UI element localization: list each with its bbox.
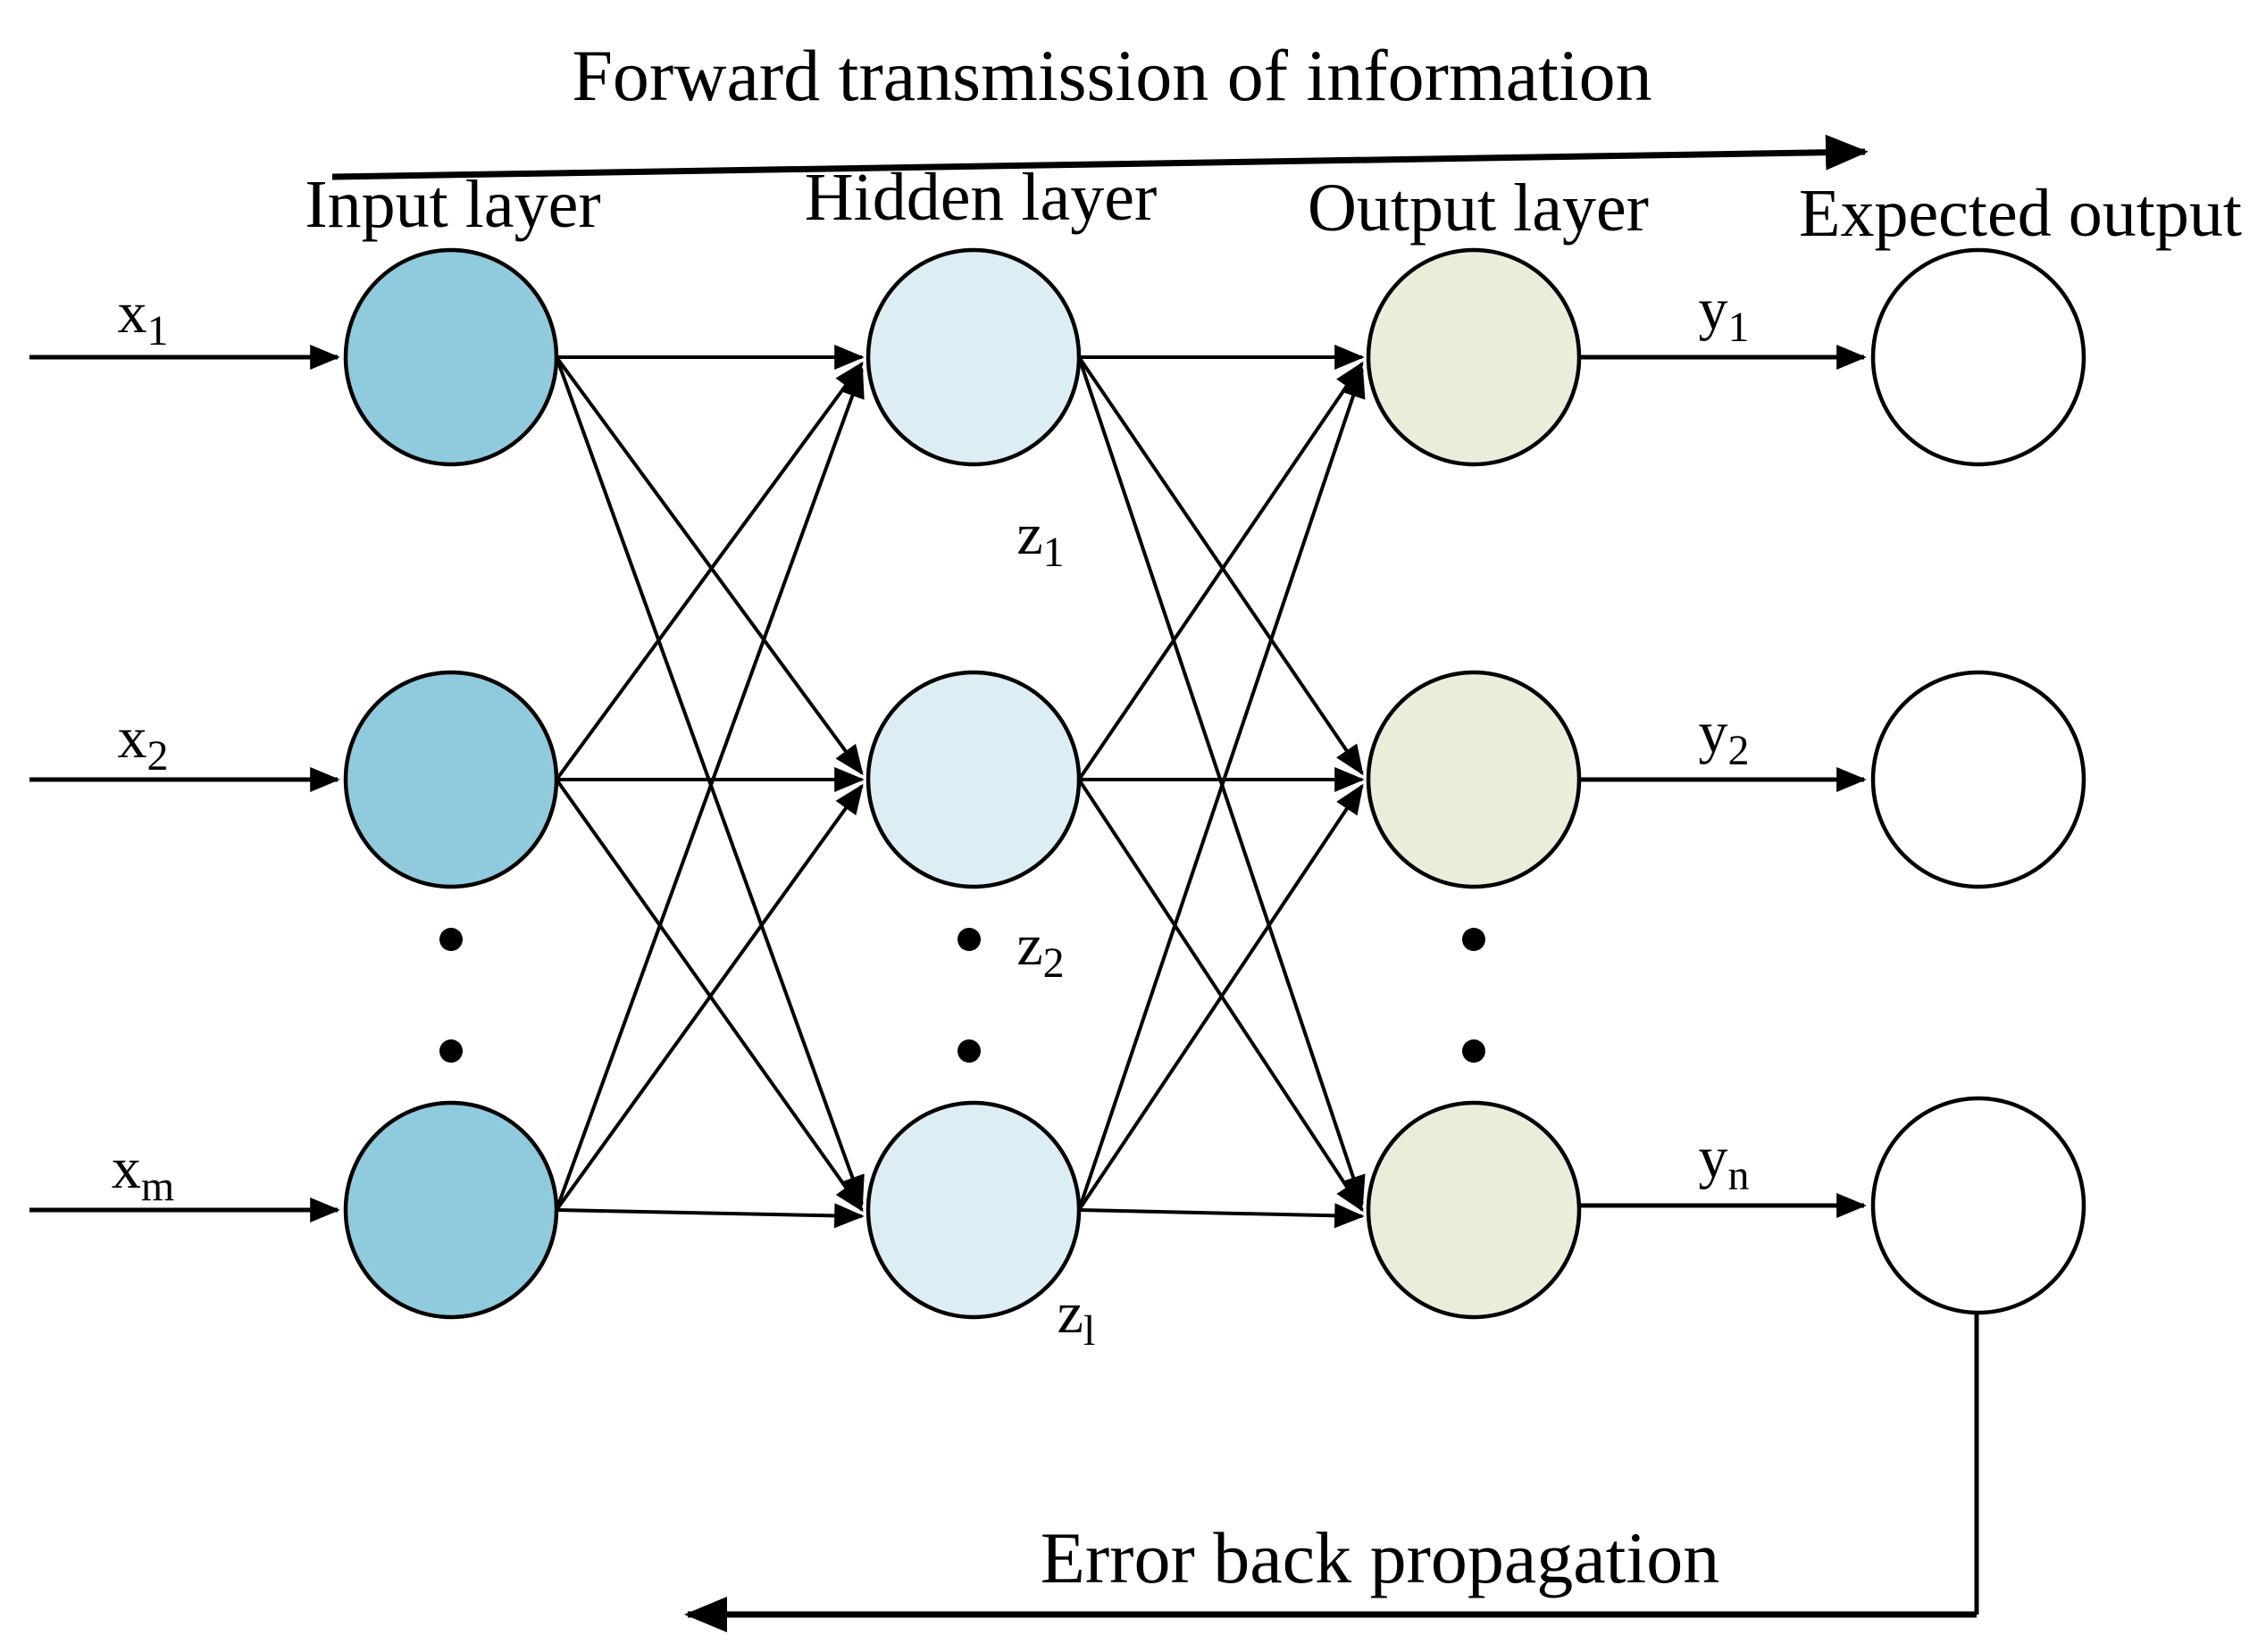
edge-h2-o1: [1077, 361, 1364, 781]
output-signal-label-y2: y2: [1699, 700, 1750, 774]
output-signal-arrows: y1 y2 yn: [1579, 277, 1867, 1218]
input-node-2: [343, 670, 559, 889]
forward-transmission-label: Forward transmission of information: [572, 35, 1651, 116]
edge-h3-o3: [1078, 1203, 1365, 1229]
input-signal-label-x2: x2: [118, 705, 169, 780]
hidden-node-2: [865, 670, 1082, 889]
edge-i2-h1: [555, 361, 864, 781]
output-layer-title: Output layer: [1308, 171, 1649, 246]
output-signal-label-yn: yn: [1699, 1125, 1750, 1199]
output-layer-nodes: [1366, 247, 1582, 1320]
edges-input-hidden: [555, 345, 865, 1229]
edge-i2-h3: [555, 778, 864, 1213]
edges-hidden-output: [1077, 345, 1366, 1229]
hidden-node-1: [865, 247, 1082, 467]
edge-i3-h1: [555, 367, 865, 1211]
hidden-layer-nodes: z1 z2 zl: [865, 247, 1096, 1355]
hidden-ellipsis-dot: [957, 1039, 981, 1063]
input-layer-nodes: [343, 247, 559, 1320]
edge-i3-h2: [555, 783, 864, 1212]
forward-arrow: [331, 134, 1869, 180]
hidden-ellipsis-dot: [957, 928, 981, 951]
expected-output-nodes: [1870, 247, 2086, 1315]
input-signal-label-x1: x1: [118, 280, 169, 355]
layer-titles: Input layer Hidden layer Output layer Ex…: [305, 160, 2242, 251]
back-propagation-label: Error back propagation: [1041, 1517, 1719, 1598]
output-signal-label-y1: y1: [1699, 277, 1750, 351]
input-node-m: [343, 1100, 559, 1320]
forward-transmission-group: Forward transmission of information: [331, 35, 1869, 180]
back-propagation-group: Error back propagation: [684, 1311, 1979, 1632]
output-ellipsis-dot: [1462, 1039, 1485, 1063]
output-node-1: [1366, 247, 1582, 467]
edge-i1-h2: [555, 355, 864, 776]
hidden-layer-title: Hidden layer: [805, 160, 1158, 235]
edge-i3-h3: [556, 1203, 865, 1229]
input-node-1: [343, 247, 559, 467]
hidden-node-label-z1: z1: [1016, 502, 1064, 576]
input-signal-label-xm: xm: [112, 1136, 174, 1210]
input-ellipsis-dot: [439, 1039, 463, 1063]
edge-h1-o2: [1077, 355, 1364, 776]
input-signal-arrows: x1 x2 xm: [29, 280, 340, 1222]
output-node-n: [1366, 1100, 1582, 1320]
hidden-node-l: [865, 1100, 1082, 1320]
edge-h3-o2: [1077, 783, 1364, 1212]
expected-node-2: [1870, 670, 2086, 889]
hidden-node-label-zl: zl: [1058, 1281, 1096, 1355]
input-layer-title: Input layer: [305, 167, 600, 242]
expected-node-n: [1870, 1096, 2086, 1315]
input-ellipsis-dot: [439, 928, 463, 951]
expected-output-title: Expected output: [1799, 176, 2242, 251]
output-node-2: [1366, 670, 1582, 889]
expected-node-1: [1870, 247, 2086, 467]
output-ellipsis-dot: [1462, 928, 1485, 951]
edge-h3-o1: [1077, 367, 1366, 1211]
hidden-node-label-z2: z2: [1016, 913, 1064, 987]
